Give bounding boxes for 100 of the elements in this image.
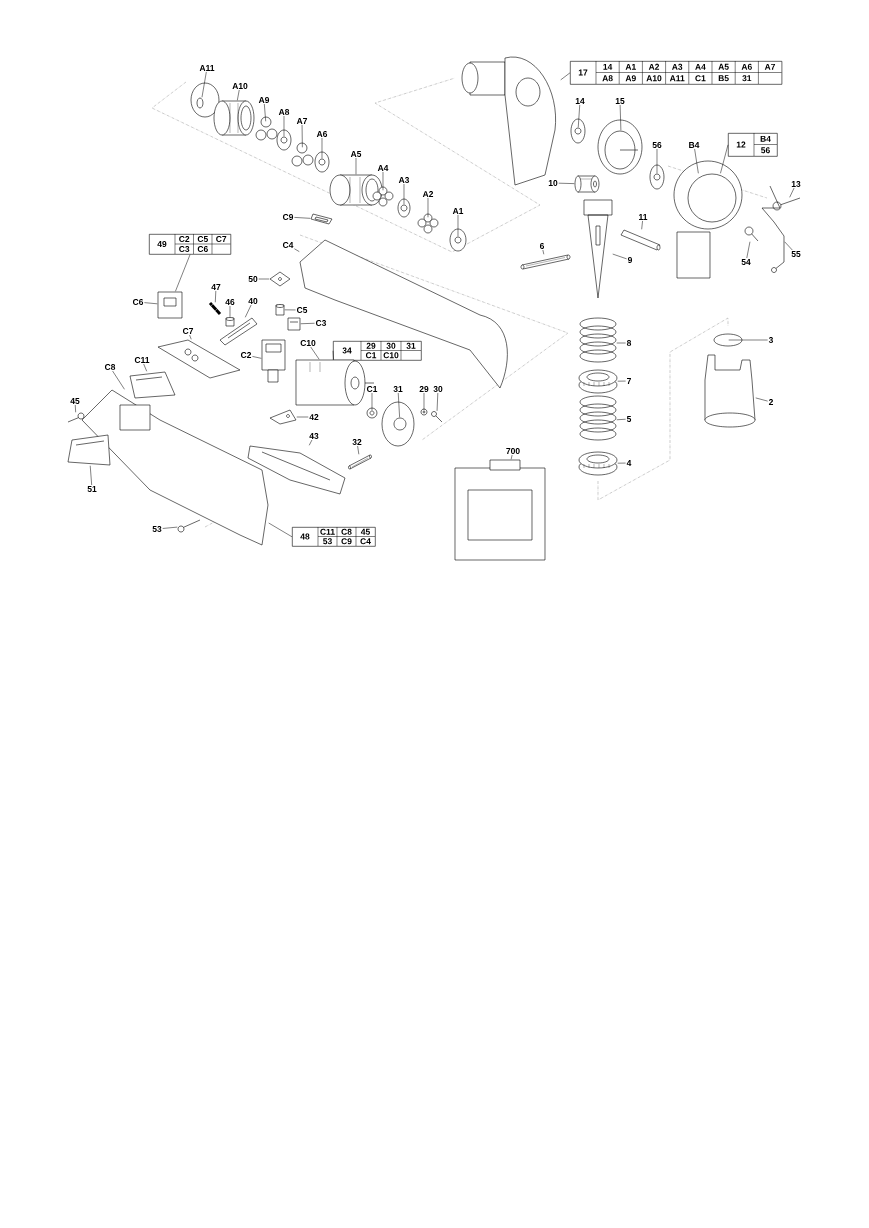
leader-line bbox=[175, 254, 191, 292]
spindle bbox=[583, 199, 613, 299]
leader-line bbox=[252, 356, 262, 359]
ball-bearing bbox=[570, 118, 586, 144]
callout-number: A1 bbox=[451, 207, 465, 215]
callout-number: A10 bbox=[231, 82, 249, 90]
callout-number: C3 bbox=[314, 319, 328, 327]
callout-number: 14 bbox=[574, 97, 586, 105]
leader-line bbox=[436, 392, 439, 412]
callout-number: A2 bbox=[421, 190, 435, 198]
leader-line bbox=[694, 148, 699, 174]
button bbox=[225, 317, 235, 327]
leader-line bbox=[617, 462, 626, 464]
callout-number: B4 bbox=[687, 141, 701, 149]
callout-number: 55 bbox=[790, 250, 802, 258]
pin bbox=[520, 254, 571, 270]
gear-set bbox=[255, 116, 278, 141]
leader-line bbox=[237, 89, 240, 101]
callout-number: 46 bbox=[224, 298, 236, 306]
callout-number: 3 bbox=[767, 336, 775, 344]
clutch-ring bbox=[578, 451, 618, 476]
leader-line bbox=[542, 249, 545, 255]
leader-line bbox=[143, 363, 147, 372]
leader-line bbox=[355, 157, 357, 175]
leader-line bbox=[75, 404, 76, 413]
slider bbox=[219, 317, 258, 346]
leader-line bbox=[229, 305, 231, 318]
leader-line bbox=[310, 346, 320, 360]
ring-gear bbox=[213, 100, 255, 136]
o-ring bbox=[713, 333, 743, 347]
callout-number: A7 bbox=[295, 117, 309, 125]
washer bbox=[420, 408, 428, 416]
callout-number: A11 bbox=[198, 64, 216, 72]
callout-number: 50 bbox=[247, 275, 259, 283]
chuck-sleeve bbox=[704, 354, 756, 428]
brush-plate bbox=[381, 401, 415, 447]
washer bbox=[190, 82, 220, 118]
callout-number: 40 bbox=[247, 297, 259, 305]
callout-number: 10 bbox=[547, 179, 559, 187]
callout-number: 8 bbox=[625, 339, 633, 347]
ring-gear bbox=[329, 174, 383, 206]
plate bbox=[269, 271, 291, 287]
leader-line bbox=[510, 454, 513, 460]
callout-number: 6 bbox=[538, 242, 546, 250]
leader-line bbox=[728, 339, 768, 341]
leader-line bbox=[371, 392, 373, 411]
leader-line bbox=[301, 124, 303, 148]
callout-number: C4 bbox=[281, 241, 295, 249]
leader-line bbox=[332, 350, 334, 360]
callout-number: 43 bbox=[308, 432, 320, 440]
leader-line bbox=[308, 439, 313, 446]
gearbox-cover bbox=[673, 160, 743, 279]
callout-number: A4 bbox=[376, 164, 390, 172]
gear-housing bbox=[461, 56, 556, 186]
leader-line bbox=[616, 419, 626, 421]
leader-line bbox=[641, 220, 643, 230]
leader-line bbox=[112, 370, 125, 390]
label-plate bbox=[67, 434, 111, 466]
coil-spring bbox=[579, 395, 617, 441]
leader-line bbox=[215, 290, 217, 303]
callout-number: 9 bbox=[626, 256, 634, 264]
leader-line bbox=[457, 214, 459, 237]
callout-number: 54 bbox=[740, 258, 752, 266]
callout-number: 31 bbox=[392, 385, 404, 393]
callout-number: C9 bbox=[281, 213, 295, 221]
leader-line bbox=[201, 71, 207, 98]
leader-line bbox=[423, 392, 425, 411]
callout-number: A9 bbox=[257, 96, 271, 104]
leader-line bbox=[162, 526, 178, 529]
callout-number: 7 bbox=[625, 377, 633, 385]
callout-number: 700 bbox=[505, 447, 521, 455]
gear-set bbox=[417, 213, 439, 234]
leader-line bbox=[382, 171, 384, 191]
leader-line bbox=[612, 253, 627, 260]
leader-line bbox=[398, 392, 400, 418]
leader-line bbox=[294, 248, 300, 252]
callout-number: 47 bbox=[210, 283, 222, 291]
callout-number: 4 bbox=[625, 459, 633, 467]
parts-kit-table: 12 B4 56 bbox=[728, 132, 778, 157]
leader-line bbox=[578, 104, 580, 128]
callout-number: C1 bbox=[365, 385, 379, 393]
callout-number: C11 bbox=[133, 356, 151, 364]
leader-line bbox=[617, 380, 626, 382]
callout-number: 51 bbox=[86, 485, 98, 493]
coil-spring bbox=[579, 317, 617, 363]
leader-line bbox=[245, 304, 252, 318]
leader-line bbox=[746, 241, 751, 259]
leader-line bbox=[296, 416, 309, 418]
leader-line bbox=[89, 465, 92, 486]
callout-number: 53 bbox=[151, 525, 163, 533]
leader-line bbox=[258, 278, 270, 280]
leader-line bbox=[558, 182, 575, 184]
sleeve bbox=[574, 175, 600, 193]
callout-number: A3 bbox=[397, 176, 411, 184]
callout-number: 56 bbox=[651, 141, 663, 149]
leader-line bbox=[789, 187, 795, 198]
callout-number: 11 bbox=[637, 213, 649, 221]
spring bbox=[208, 302, 222, 315]
leader-line bbox=[268, 522, 293, 538]
callout-number: A8 bbox=[277, 108, 291, 116]
